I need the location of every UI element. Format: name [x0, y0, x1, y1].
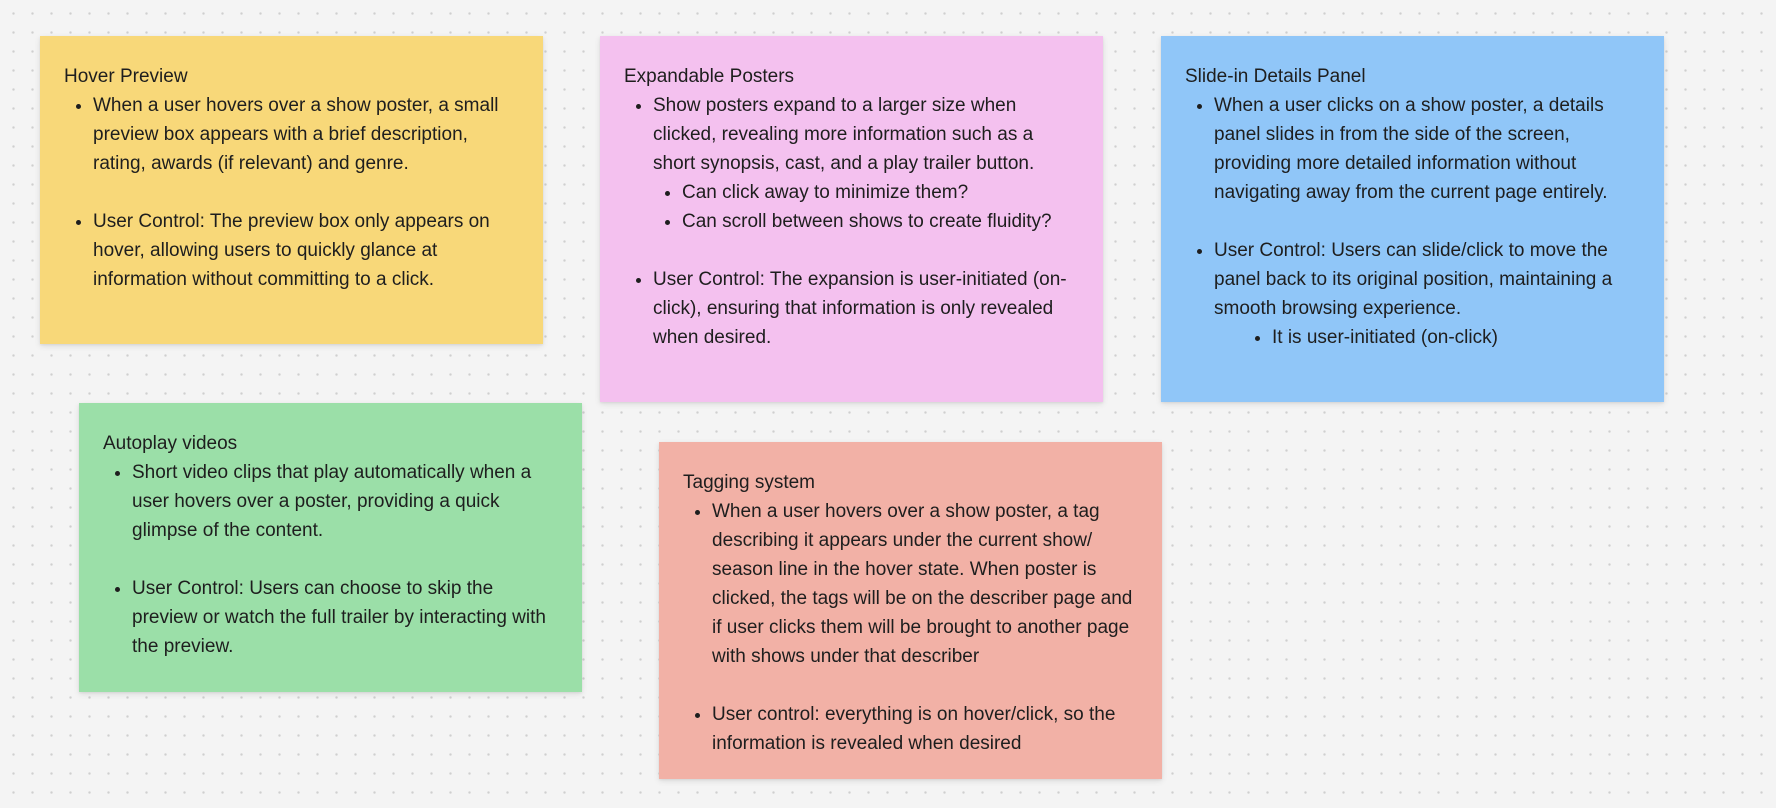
sub-bullet-item: Can click away to minimize them?	[682, 178, 1079, 207]
sticky-note-hover-preview[interactable]: Hover Preview When a user hovers over a …	[40, 36, 543, 344]
bullet-list: When a user clicks on a show poster, a d…	[1185, 91, 1640, 352]
bullet-item: When a user clicks on a show poster, a d…	[1214, 91, 1640, 207]
bullet-list: Short video clips that play automaticall…	[103, 458, 558, 661]
bullet-list: When a user hovers over a show poster, a…	[64, 91, 519, 294]
note-title: Slide-in Details Panel	[1185, 66, 1366, 87]
bullet-item: User Control: The expansion is user-init…	[653, 265, 1079, 352]
bullet-item: User control: everything is on hover/cli…	[712, 700, 1138, 758]
sub-bullet-item: Can scroll between shows to create fluid…	[682, 207, 1079, 236]
note-title: Autoplay videos	[103, 433, 238, 454]
note-title: Hover Preview	[64, 66, 188, 87]
note-title: Expandable Posters	[624, 66, 795, 87]
sticky-note-expandable-posters[interactable]: Expandable Posters Show posters expand t…	[600, 36, 1103, 402]
note-title: Tagging system	[683, 472, 816, 493]
sub-bullet-list: It is user-initiated (on-click)	[1214, 323, 1640, 352]
sticky-note-tagging-system[interactable]: Tagging system When a user hovers over a…	[659, 442, 1162, 779]
bullet-item: Short video clips that play automaticall…	[132, 458, 558, 545]
bullet-item: User Control: Users can choose to skip t…	[132, 574, 558, 661]
sticky-note-autoplay-videos[interactable]: Autoplay videos Short video clips that p…	[79, 403, 582, 692]
sub-bullet-item: It is user-initiated (on-click)	[1272, 323, 1640, 352]
bullet-text: Show posters expand to a larger size whe…	[653, 95, 1035, 174]
bullet-list: When a user hovers over a show poster, a…	[683, 497, 1138, 758]
bullet-list: Show posters expand to a larger size whe…	[624, 91, 1079, 352]
bullet-item: When a user hovers over a show poster, a…	[93, 91, 519, 178]
sub-bullet-list: Can click away to minimize them? Can scr…	[653, 178, 1079, 236]
bullet-item: Show posters expand to a larger size whe…	[653, 91, 1079, 236]
sticky-note-slide-in-details-panel[interactable]: Slide-in Details Panel When a user click…	[1161, 36, 1664, 402]
bullet-text: User Control: Users can slide/click to m…	[1214, 240, 1613, 319]
bullet-item: When a user hovers over a show poster, a…	[712, 497, 1138, 671]
bullet-item: User Control: The preview box only appea…	[93, 207, 519, 294]
bullet-item: User Control: Users can slide/click to m…	[1214, 236, 1640, 352]
